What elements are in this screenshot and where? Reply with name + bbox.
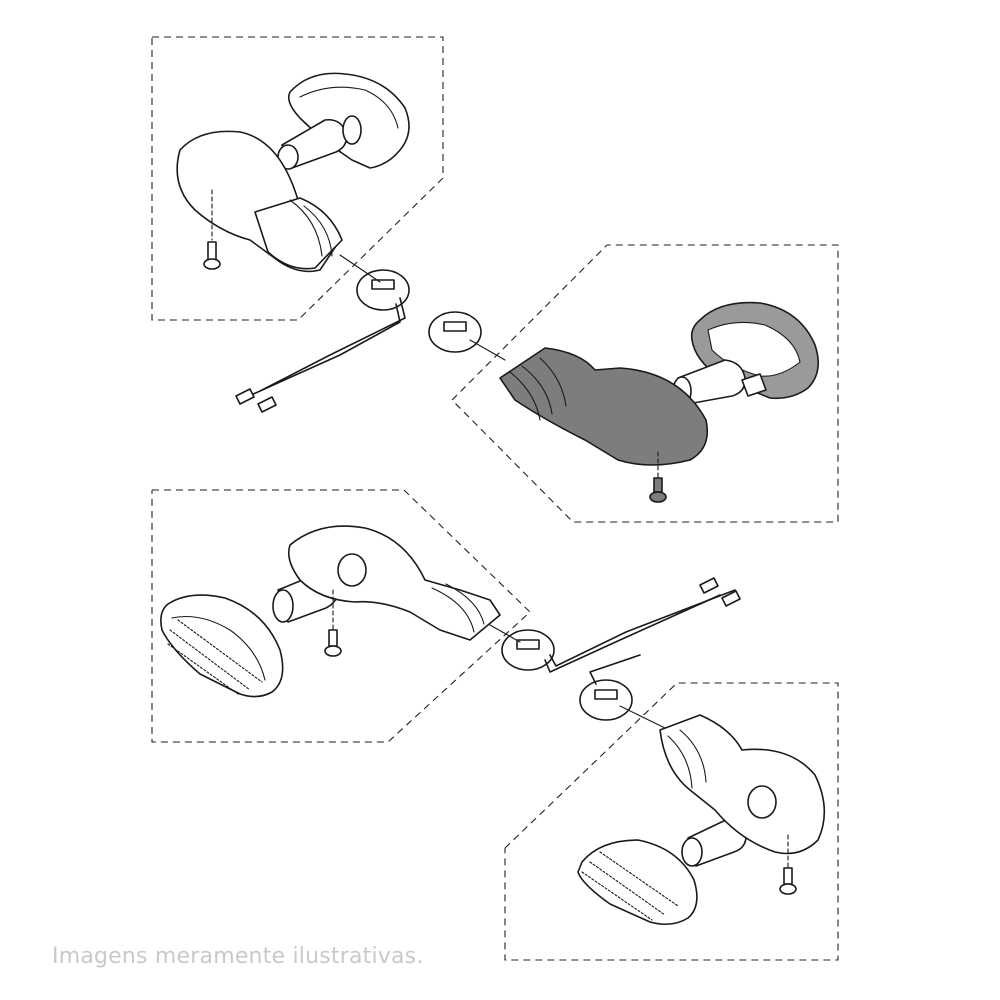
- front-left-wiring: [235, 297, 406, 413]
- rear-left-grommet: [489, 624, 555, 671]
- front-left-housing: [176, 130, 343, 273]
- rear-left-screw: [324, 589, 342, 657]
- rear-right-turn-signal: [504, 654, 839, 961]
- rear-right-grommet: [579, 654, 666, 729]
- rear-right-bulb: [681, 817, 747, 867]
- rear-left-dashed-frame: [151, 489, 531, 743]
- rear-left-lens: [160, 594, 284, 698]
- rear-left-turn-signal: [151, 489, 741, 743]
- front-right-housing: [499, 347, 709, 466]
- front-left-screw: [203, 189, 221, 270]
- illustrative-disclaimer: Imagens meramente ilustrativas.: [52, 944, 424, 969]
- rear-left-wiring: [544, 577, 741, 673]
- front-right-grommet: [428, 311, 506, 361]
- front-right-screw: [649, 451, 667, 503]
- rear-right-dashed-frame: [504, 682, 839, 961]
- front-right-dashed-frame: [451, 244, 839, 523]
- front-left-turn-signal: [151, 36, 444, 413]
- rear-right-housing: [659, 714, 826, 855]
- front-left-bulb: [277, 115, 362, 170]
- rear-right-lens: [577, 839, 698, 926]
- front-left-grommet: [339, 254, 410, 311]
- front-right-turn-signal: [428, 244, 839, 523]
- front-left-dashed-frame: [151, 36, 444, 321]
- rear-left-housing: [287, 525, 501, 641]
- rear-right-screw: [779, 834, 797, 895]
